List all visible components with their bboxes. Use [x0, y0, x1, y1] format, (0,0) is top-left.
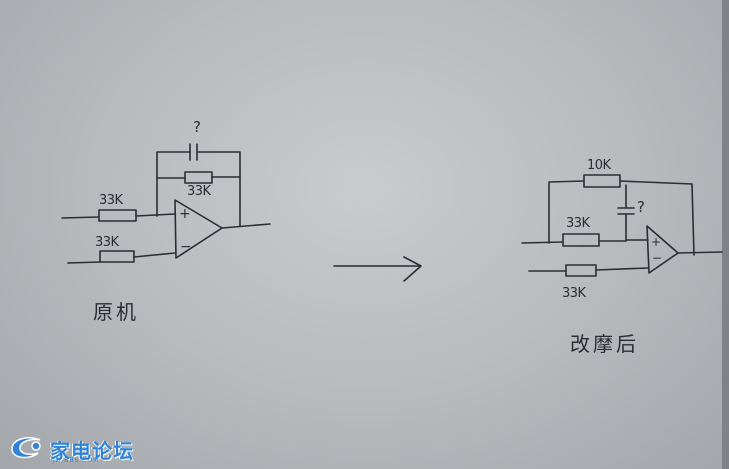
opamp-plus-sign: +	[179, 206, 191, 222]
wire-to-minus	[133, 252, 176, 258]
output-wire	[221, 223, 271, 229]
resistor-33k-mid-label: 33K	[566, 216, 590, 231]
input-resistor-bottom	[99, 250, 135, 263]
resistor-10k	[583, 174, 621, 188]
watermark-logo-icon	[11, 437, 41, 459]
watermark-text: 家电论坛	[50, 439, 134, 463]
feedback-cap-right-wire	[197, 151, 241, 227]
caption-modified: 改摩后	[570, 332, 639, 356]
top-branch-right-wire	[619, 180, 695, 256]
modified-circuit	[521, 174, 723, 277]
input-resistor-top-label: 33K	[99, 193, 123, 208]
output-wire-modified	[677, 251, 723, 254]
mid-input-wire	[521, 241, 564, 244]
opamp-triangle-modified	[646, 225, 679, 274]
transform-arrow	[333, 256, 422, 282]
opamp-minus-sign: −	[180, 239, 192, 255]
paper-edge	[722, 0, 729, 469]
opamp-minus-sign-modified: −	[652, 251, 662, 265]
caption-original: 原机	[93, 300, 139, 324]
input-resistor-top	[98, 209, 137, 222]
opamp-plus-sign-modified: +	[651, 235, 661, 249]
bottom-res-to-opamp	[595, 267, 649, 271]
resistor-33k-bottom-label: 33K	[562, 286, 586, 301]
input-wire-bottom	[67, 261, 101, 264]
opamp-triangle	[174, 199, 223, 259]
cap-lower-wire	[625, 213, 649, 241]
watermark-subtext: JD-BBS.COM	[53, 457, 100, 464]
feedback-left-wire	[156, 151, 191, 217]
feedback-resistor-label: 33K	[187, 184, 211, 199]
wire-to-plus	[135, 213, 176, 217]
capacitor-label-modified: ?	[637, 198, 645, 216]
feedback-resistor	[184, 171, 213, 184]
input-wire-top	[61, 216, 100, 219]
resistor-10k-label: 10K	[587, 158, 611, 173]
watermark: 家电论坛 JD-BBS.COM	[6, 433, 136, 464]
input-resistor-bottom-label: 33K	[95, 235, 119, 250]
original-circuit	[61, 143, 271, 264]
top-branch-left-wire	[548, 180, 585, 244]
capacitor-label-original: ?	[193, 118, 201, 136]
resistor-33k-bottom	[565, 264, 597, 277]
resistor-33k-mid	[562, 233, 600, 247]
